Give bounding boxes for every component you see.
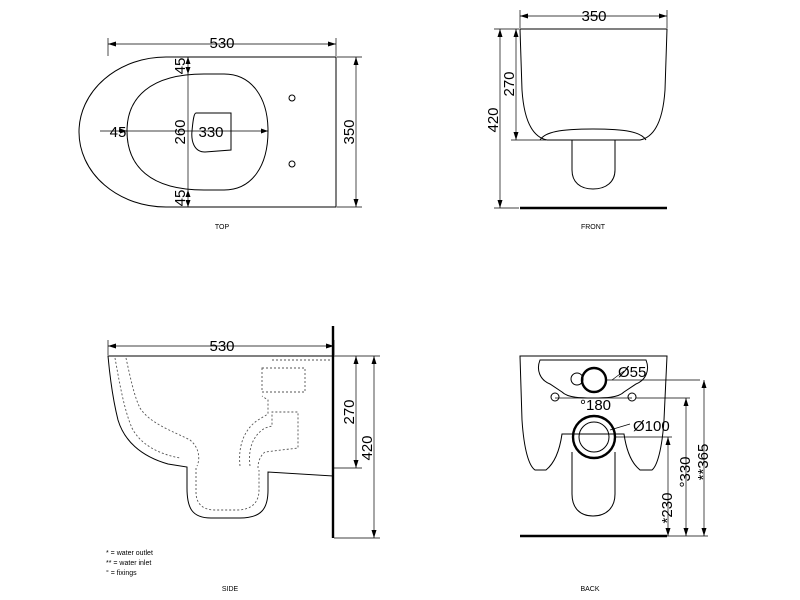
back-view: Ø55 °180 Ø100 *230 °330 **365 BACK	[519, 355, 712, 593]
fixing-hole-icon	[288, 94, 296, 102]
top-bowl-width-dim: 260	[172, 119, 189, 144]
front-rim-height-dim: 270	[501, 71, 518, 96]
back-height-230: *230	[659, 493, 676, 524]
back-inlet-diameter: Ø55	[618, 364, 646, 381]
back-outlet-diameter: Ø100	[633, 418, 670, 435]
side-caption: SIDE	[222, 586, 239, 593]
top-caption: TOP	[215, 224, 230, 231]
top-view: 530 350 45 45 260 45 330 TOP	[78, 35, 362, 231]
front-height-dim: 420	[485, 107, 502, 132]
legend-inlet: ** = water inlet	[106, 560, 151, 567]
side-body	[107, 355, 334, 519]
front-pedestal	[571, 140, 616, 190]
legend-fixings: ° = fixings	[106, 569, 137, 577]
fixing-hole-icon	[550, 392, 560, 402]
top-rim-front-dim: 45	[110, 124, 127, 141]
back-height-330: °330	[677, 456, 694, 487]
top-bowl-rim	[126, 73, 269, 191]
front-caption: FRONT	[581, 224, 606, 231]
side-inner-channel	[114, 357, 181, 459]
back-fixing-spacing: °180	[580, 397, 611, 414]
top-outline	[78, 56, 337, 208]
top-width-dim: 350	[341, 119, 358, 144]
top-bowl-length-dim: 330	[198, 124, 223, 141]
side-rim-height-dim: 270	[341, 399, 358, 424]
back-caption: BACK	[580, 586, 599, 593]
back-body	[519, 355, 668, 471]
front-width-dim: 350	[581, 8, 606, 25]
legend-outlet: * = water outlet	[106, 550, 153, 557]
front-seat-line	[539, 128, 647, 141]
top-bowl-opening	[191, 112, 232, 153]
top-rim-top-dim: 45	[172, 58, 189, 75]
fixing-hole-icon	[627, 392, 637, 402]
front-view: 350 420 270 FRONT	[485, 8, 668, 231]
front-body	[519, 28, 668, 141]
water-inlet-icon	[580, 366, 608, 394]
top-rim-bottom-dim: 45	[172, 190, 189, 207]
side-height-dim: 420	[359, 435, 376, 460]
side-view: 530 270 420 * = water outlet ** = water …	[106, 326, 380, 593]
top-length-dim: 530	[209, 35, 234, 52]
side-length-dim: 530	[209, 338, 234, 355]
back-height-365: **365	[695, 444, 712, 481]
fixing-hole-icon	[288, 160, 296, 168]
back-pedestal	[571, 452, 616, 517]
